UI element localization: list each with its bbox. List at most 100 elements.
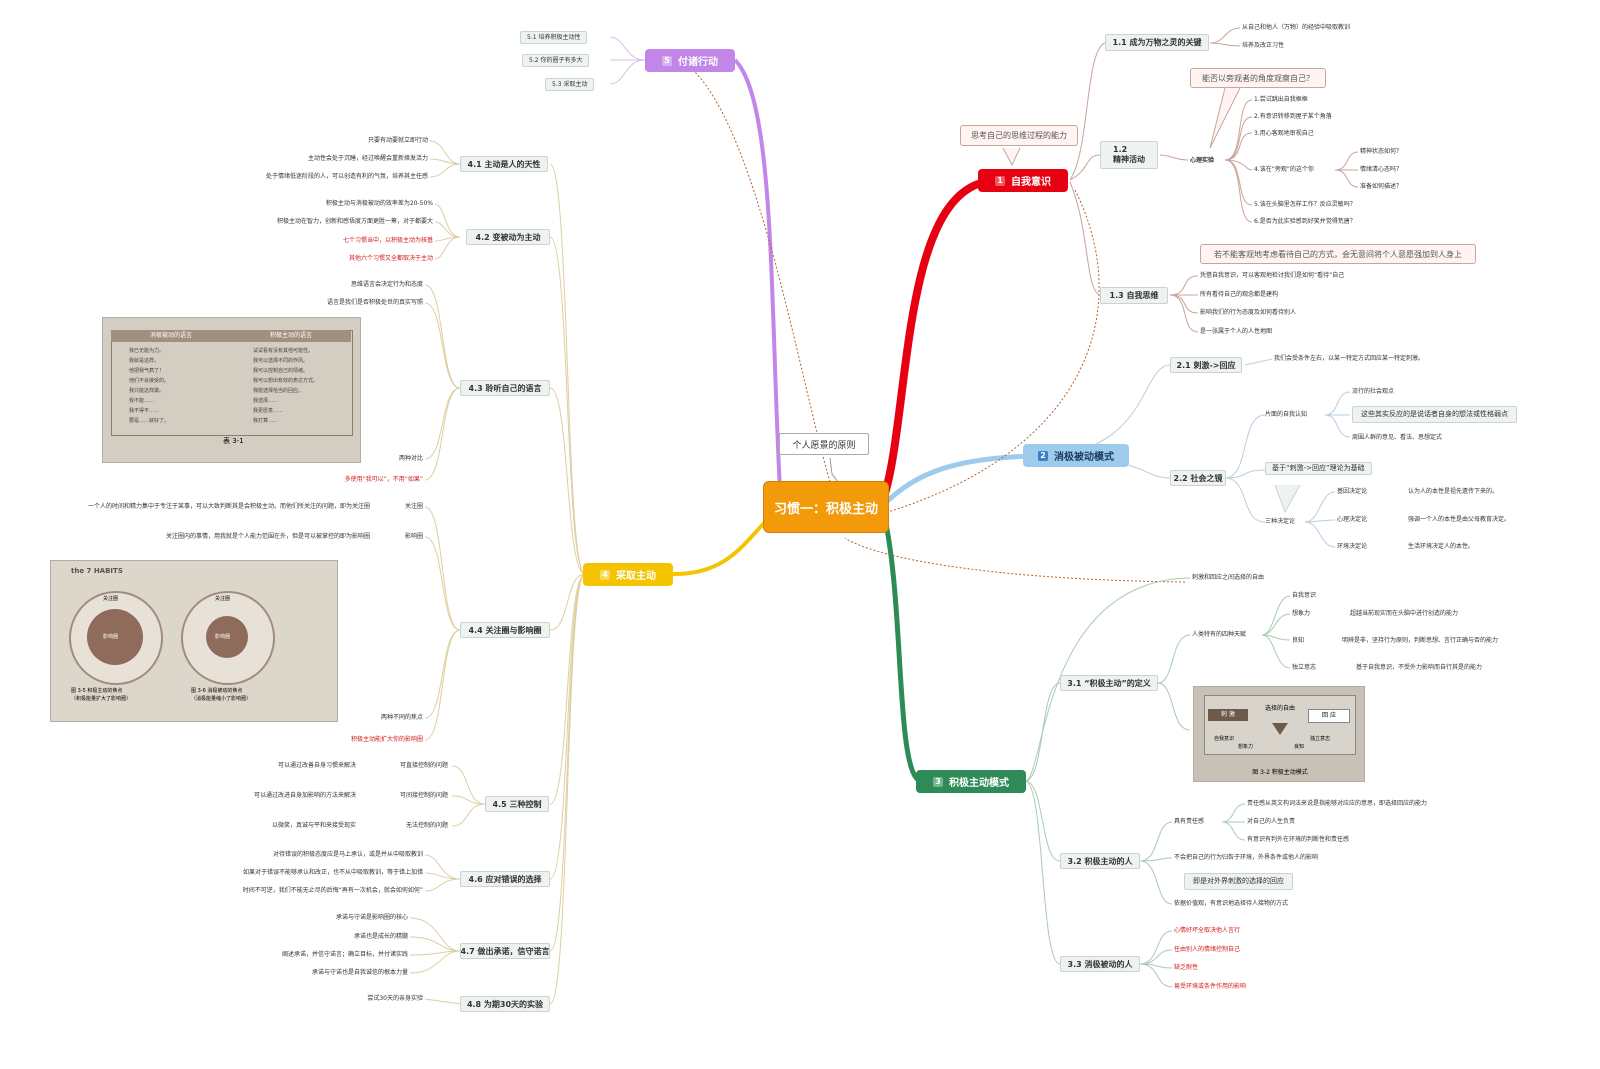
topic-2-2[interactable]: 2.2 社会之镜 [1170,470,1226,486]
leaf-1-2-4: 4.该在“旁观”的这个你 [1254,166,1314,173]
freedom-of-choice: 刺激和回应之间选择的自由 [1192,574,1265,581]
topic-2-1[interactable]: 2.1 刺激->回应 [1170,357,1242,373]
leaf-1-2-4-a: 精神状态如何？ [1360,148,1403,155]
left-caption: 图 3-5 积极主动的焦点 [71,688,123,694]
branch-label: 付诸行动 [678,57,718,68]
leaf-4-8-1: 尝试30天的亲身实验 [367,995,423,1002]
branch-take-initiative[interactable]: 4 采取主动 [583,563,673,586]
gift-conscience: 良知 [1292,637,1305,644]
leaf-4-4-1: 一个人的时间和精力集中于专注于某事，可以大致判断其是会积极主动。而他们所关注的问… [87,503,370,510]
observer-callout: 能否以旁观者的角度观察自己？ [1190,68,1326,88]
branch-line-act [733,58,782,491]
concern-label-left: 关注圈 [103,596,119,602]
leaf-4-4-3: 关注圈内的事情，用我就是个人能力范围在外，但是可以被掌控的即为影响圈 [165,533,370,540]
leaf-2-2-a: 流行的社会观点 [1352,388,1395,395]
topic-4-1[interactable]: 4.1 主动是人的天性 [460,156,548,172]
topic-3-2[interactable]: 3.2 积极主动的人 [1060,853,1140,869]
photo-label-a: 自我意识 [1214,736,1235,742]
self-thinking-callout: 若不能客观地考虑看待自己的方式，会无意间将个人意愿强加到人身上 [1200,244,1476,264]
leaf-4-5-5: 以微笑，真诚与平和来接受现实 [271,822,356,829]
leaf-5-3[interactable]: 5.3 采取主动 [545,78,595,91]
leaf-4-4-2: 关注圈 [404,503,423,510]
topic-4-5[interactable]: 4.5 三种控制 [485,796,549,812]
table-cell: 他把我气疯了！ [129,368,165,374]
principle-callout: 个人愿景的原则 [779,433,869,455]
det-genetic: 基因决定论 [1337,488,1368,495]
influence-circle-left [87,609,143,665]
leaf-5-1[interactable]: 5.1 培养积极主动性 [520,31,588,44]
branch-label: 消极被动模式 [1054,452,1114,463]
table-cell: 我可以选择不同的作风。 [253,358,309,364]
topic-4-2[interactable]: 4.2 变被动为主动 [466,229,550,245]
leaf-4-5-3: 可以通过改进自身加影响的方法来解决 [253,792,356,799]
table-cell: 我就是这样。 [129,358,160,364]
relation-dotted-1 [694,71,831,483]
branch-number: 4 [600,569,610,580]
table-cell: 我打算…… [253,418,279,424]
branch-line-passive [881,453,1036,507]
det-psych: 心理决定论 [1337,516,1368,523]
topic-3-3[interactable]: 3.3 消极被动的人 [1060,956,1140,972]
stimulus-basis: 基于“刺激->回应”理论为基础 [1265,462,1372,475]
topic-3-1[interactable]: 3.1 “积极主动”的定义 [1060,675,1158,691]
influence-label-right: 影响圈 [215,634,231,640]
branch-number: 5 [662,55,672,66]
photo-label-d: 良知 [1294,744,1305,750]
leaf-2-2-b: 这些其实反应的是说话者自身的想法或性格弱点 [1352,406,1517,423]
resp-leaf-2: 对自己的人生负责 [1247,818,1296,825]
four-gifts: 人类特有的四种天赋 [1192,631,1247,638]
leaf-4-4-5: 两种不同的焦点 [380,714,423,721]
topic-1-3[interactable]: 1.3 自我思维 [1100,287,1168,304]
gift-self-awareness: 自我意识 [1292,592,1317,599]
leaf-4-7-3: 阐述承诺，并信守诺言；确立目标，并付诸实践 [281,951,408,958]
right-caption: 图 3-6 消极被动的焦点 [191,688,243,694]
table-cell: 我已无能为力。 [129,348,165,354]
branch-label: 积极主动模式 [949,778,1009,789]
branch-take-action[interactable]: 5 付诸行动 [645,49,735,72]
leaf-1-3-3: 影响我们的行为态度及如何看待别人 [1200,309,1297,316]
gift-will: 独立意志 [1292,664,1317,671]
leaf-4-7-2: 承诺也是成长的精髓 [353,933,408,940]
leaf-4-6-2: 如果对于错误不能够承认和改正，也不从中吸取教训，等于错上加错 [242,869,423,876]
leaf-4-5-2: 可直接控制的问题 [399,762,448,769]
col-passive-header: 消极被动的语言 [111,330,231,342]
branch-label: 自我意识 [1011,177,1051,188]
leaf-1-2-4-b: 情绪清心态吗？ [1360,166,1403,173]
topic-4-7[interactable]: 4.7 做出承诺，信守诺言 [460,943,550,959]
leaf-1-2-1: 1.尝试跳出自我框框 [1254,96,1308,103]
topic-4-6[interactable]: 4.6 应对错误的选择 [460,871,550,887]
leaf-4-5-4: 可间接控制的问题 [399,792,448,799]
topic-1-2-label: 精神活动 [1113,155,1145,164]
arrow-down-icon [1272,723,1288,735]
leaf-4-5-1: 可以通过改善自身习惯来解决 [277,762,356,769]
topic-1-2-number: 1.2 [1113,145,1128,154]
topic-4-3[interactable]: 4.3 聆听自己的语言 [460,380,550,396]
topic-1-1[interactable]: 1.1 成为万物之灵的关键 [1105,34,1209,51]
proactive-model-photo: 刺 激 回 应 选择的自由 自我意识 想象力 独立意志 良知 图 3-2 积极主… [1193,686,1365,782]
photo-label-c: 独立意志 [1310,736,1331,742]
proactive-leaf-1: 不会把自己的行为归咎于环境，外界条件或他人的影响 [1174,854,1319,861]
table-cell: 我更愿意…… [253,408,284,414]
partial-self-awareness: 片面的自我认知 [1265,411,1308,418]
leaf-2-2-c: 周围人群的意见、看法、思想定式 [1352,434,1443,441]
topic-4-4[interactable]: 4.4 关注圈与影响圈 [460,622,550,638]
leaf-1-2-2: 2.有意识转移到屋子某个角落 [1254,113,1332,120]
table-cell: 我不能…… [129,398,155,404]
branch-label: 采取主动 [616,571,656,582]
leaf-4-6-3: 时间不可逆，我们不能无止尽的后悔“再有一次机会，就会如何如何” [242,887,423,894]
col-proactive-header: 积极主动的语言 [231,330,351,342]
branch-line-take [671,510,777,577]
topic-4-8[interactable]: 4.8 为期30天的实验 [460,996,550,1012]
leaf-1-2-3: 3.用心客观地审视自己 [1254,130,1314,137]
central-topic[interactable]: 习惯一：积极主动 [763,481,889,533]
reactive-leaf-4: 易受环境或条件作用的影响 [1174,983,1247,990]
leaf-5-2[interactable]: 5.2 你的圈子有多大 [522,54,590,67]
proactive-leaf-3: 依据价值观，有意识地选择待人接物的方式 [1174,900,1289,907]
leaf-4-3-2: 语言是我们是否积极处世的真实写照 [326,299,423,306]
photo-caption: 图 3-2 积极主动模式 [1252,769,1308,776]
